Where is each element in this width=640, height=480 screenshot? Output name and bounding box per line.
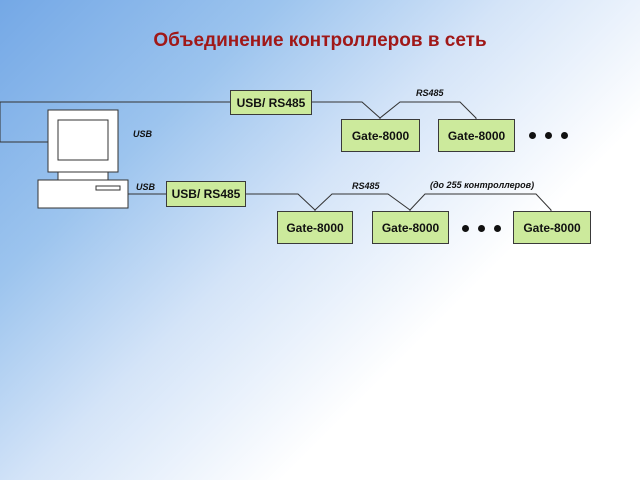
gate-controller[interactable]: Gate-8000 (372, 211, 449, 244)
rs485-label-bottom: RS485 (352, 181, 380, 191)
controller-label: Gate-8000 (381, 220, 440, 235)
gate-controller[interactable]: Gate-8000 (513, 211, 591, 244)
page-title: Объединение контроллеров в сеть (153, 30, 487, 51)
rs485-bus-bottom-2 (314, 193, 411, 212)
usb-rs485-converter-top[interactable]: USB/ RS485 (230, 90, 312, 115)
usb-wire-top (0, 101, 230, 143)
max-controllers-note: (до 255 контроллеров) (430, 180, 535, 190)
computer-icon (37, 109, 129, 209)
controller-label: Gate-8000 (447, 128, 506, 143)
controller-label: Gate-8000 (523, 220, 581, 235)
usb-label-top: USB (133, 129, 153, 139)
controller-label: Gate-8000 (286, 220, 344, 235)
rs485-bus-top (312, 101, 381, 120)
gate-controller[interactable]: Gate-8000 (438, 119, 515, 152)
rs485-bus-bottom (246, 193, 316, 212)
controller-label: Gate-8000 (351, 128, 410, 143)
converter-label: USB/ RS485 (236, 95, 306, 110)
rs485-bus-bottom-3 (409, 193, 552, 212)
gate-controller[interactable]: Gate-8000 (341, 119, 420, 152)
converter-label: USB/ RS485 (171, 187, 241, 201)
gate-controller[interactable]: Gate-8000 (277, 211, 353, 244)
ellipsis-icon (529, 132, 568, 139)
rs485-label-top: RS485 (416, 88, 444, 98)
ellipsis-icon (462, 225, 501, 232)
rs485-bus-top-2 (379, 101, 477, 120)
usb-rs485-converter-bottom[interactable]: USB/ RS485 (166, 181, 246, 207)
usb-label-bottom: USB (136, 182, 156, 192)
